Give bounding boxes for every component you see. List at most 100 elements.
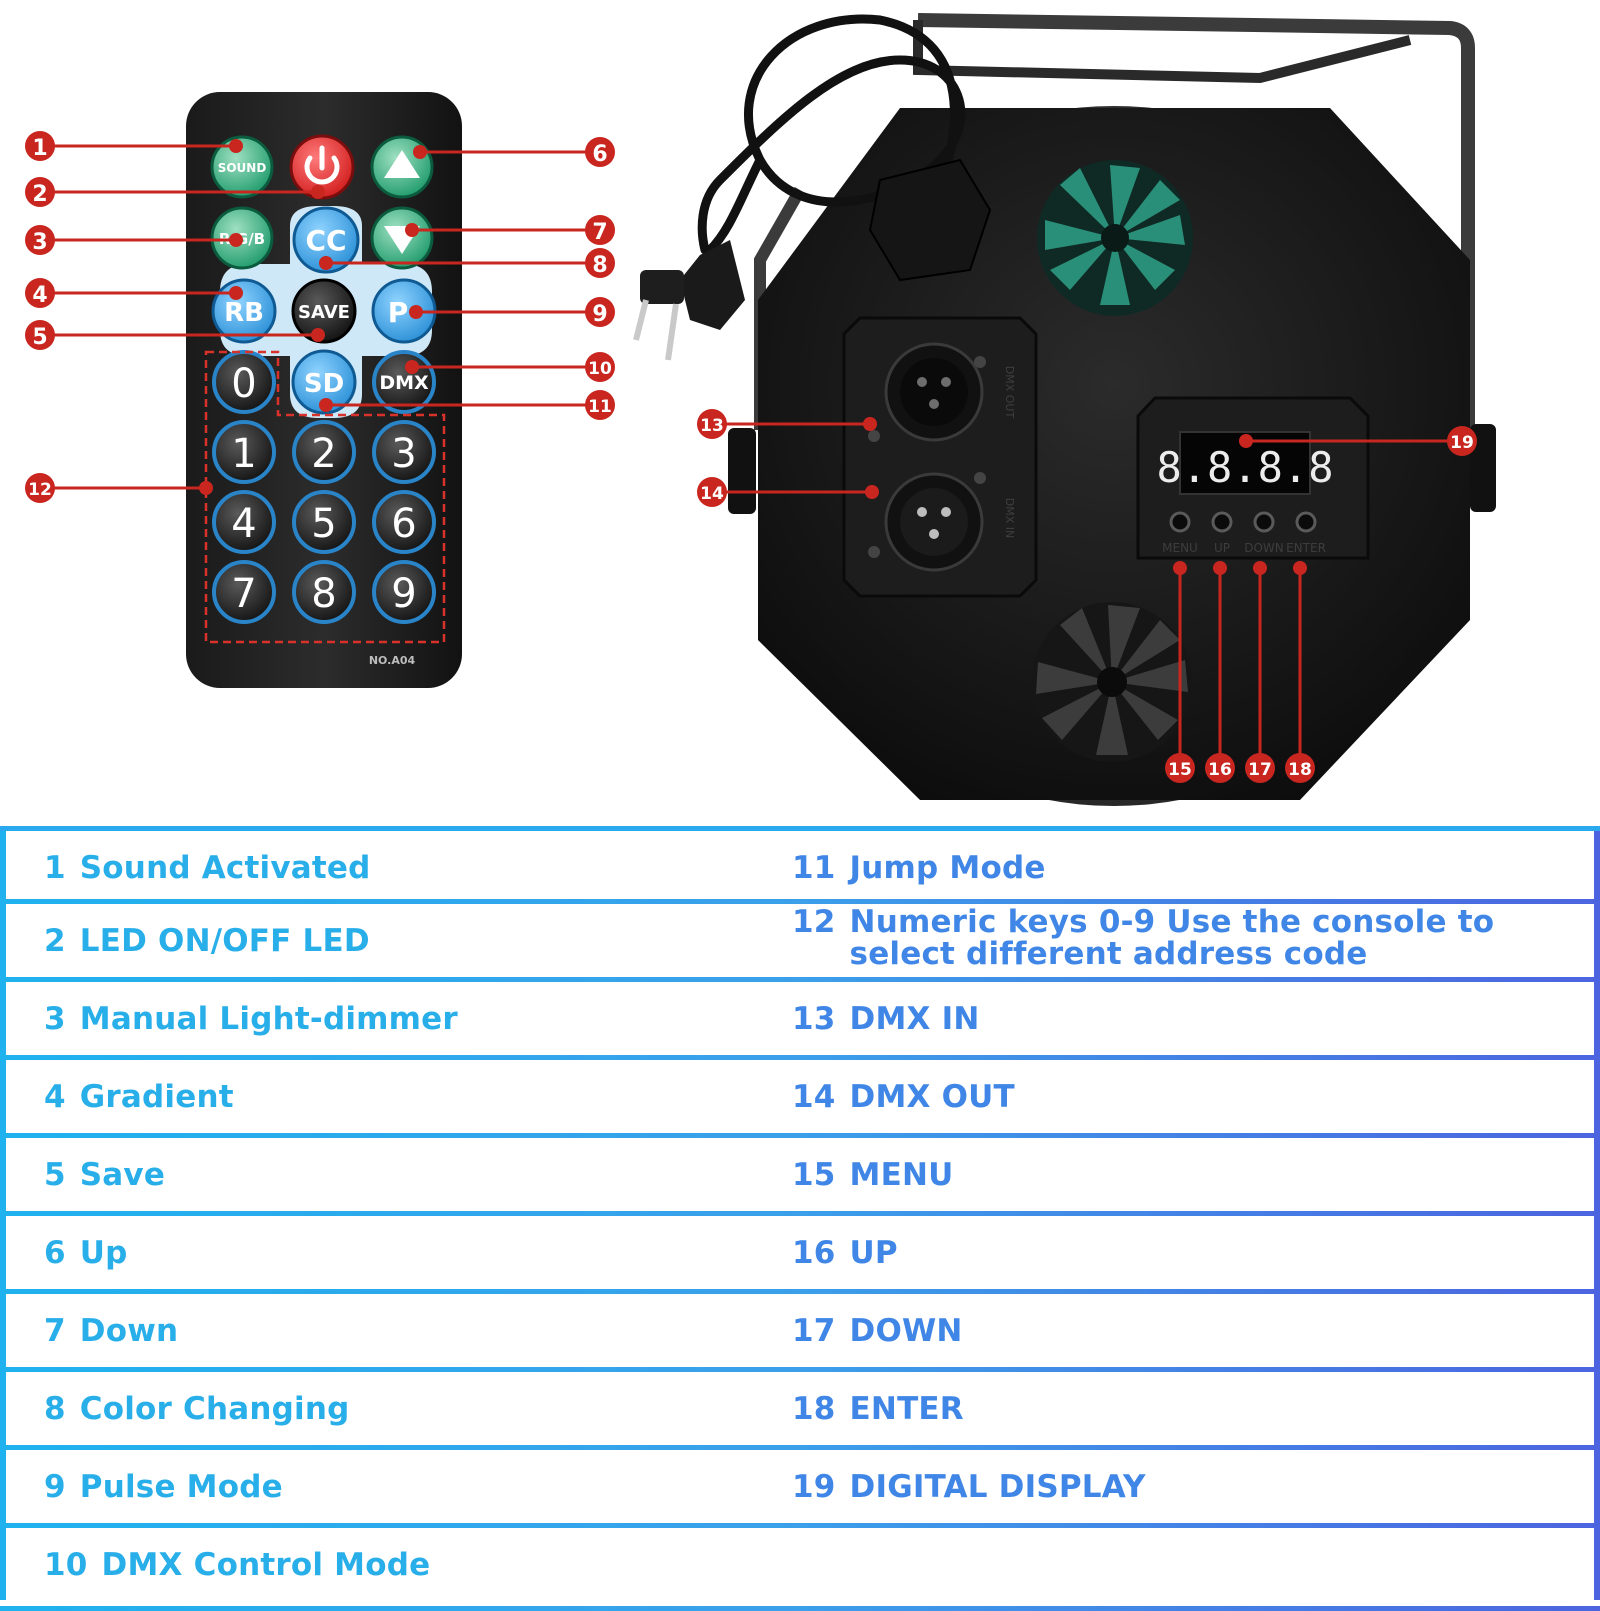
legend-num: 3 (44, 1000, 66, 1037)
keypad-outline (204, 350, 446, 644)
remote-control: SOUND R/G/B CC RB SAVE P 0 SD DMX 1 (186, 92, 462, 688)
svg-text:15: 15 (1168, 760, 1192, 780)
svg-text:6: 6 (592, 142, 607, 167)
legend-num: 11 (792, 849, 836, 886)
legend-label: LED ON/OFF LED (79, 922, 370, 959)
enter-button-label: ENTER (1286, 541, 1326, 555)
top-fan-icon (1037, 160, 1193, 316)
dmx-in-port-label: DMX IN (1003, 498, 1016, 538)
menu-button[interactable] (1169, 511, 1191, 533)
callout-endpoints (199, 139, 1307, 575)
svg-text:12: 12 (28, 480, 52, 500)
legend-num: 12 (792, 904, 836, 940)
svg-text:8: 8 (592, 253, 607, 278)
svg-text:5: 5 (32, 325, 47, 350)
legend-num: 15 (792, 1156, 836, 1193)
legend-item-11: 11 Jump Mode (792, 831, 1046, 904)
dmx-port-panel: DMX OUT DMX IN (842, 316, 1038, 598)
legend-num: 2 (44, 922, 66, 959)
callout-5: 5 (25, 320, 55, 350)
bottom-fan-icon (1032, 602, 1192, 762)
legend-label: Save (79, 1156, 166, 1193)
legend-label: Jump Mode (849, 849, 1046, 886)
legend-num: 7 (44, 1312, 66, 1349)
callout-6: 6 (585, 137, 615, 167)
digit-2-button[interactable] (292, 420, 356, 484)
legend-num: 17 (792, 1312, 836, 1349)
up-panel-button[interactable] (1211, 511, 1233, 533)
power-icon (304, 145, 340, 185)
digital-display-value: 8.8.8.8 (1156, 443, 1333, 492)
callout-lines (40, 144, 1462, 768)
enter-button[interactable] (1295, 511, 1317, 533)
dmx-in-port (884, 472, 984, 572)
svg-text:9: 9 (592, 302, 607, 327)
save-button[interactable] (291, 278, 357, 344)
down-panel-button[interactable] (1253, 511, 1275, 533)
svg-text:16: 16 (1208, 760, 1232, 780)
callout-badges: 1 2 3 4 5 6 7 8 9 10 11 12 13 14 15 16 1… (25, 131, 1477, 783)
svg-text:13: 13 (700, 416, 724, 436)
legend-num: 13 (792, 1000, 836, 1037)
product-illustration: SOUND R/G/B CC RB SAVE P 0 SD DMX 1 (25, 13, 1496, 806)
stage-light: DMX OUT DMX IN 8.8.8.8 MENU UP DOWN ENTE… (633, 13, 1496, 806)
legend-num: 16 (792, 1234, 836, 1271)
legend-label-line2: select different address code (849, 936, 1368, 972)
legend-num: 18 (792, 1390, 836, 1427)
digit-4-label: 4 (231, 501, 256, 547)
callout-9: 9 (585, 297, 615, 327)
rb-button[interactable] (211, 278, 277, 344)
callout-19: 19 (1447, 426, 1477, 456)
legend-label: MENU (849, 1156, 954, 1193)
callout-18: 18 (1285, 753, 1315, 783)
callout-1: 1 (25, 131, 55, 161)
cc-button-label: CC (305, 224, 346, 257)
legend-label: DMX IN (849, 1000, 980, 1037)
svg-text:19: 19 (1450, 433, 1474, 453)
svg-text:14: 14 (700, 484, 724, 504)
legend-label: Pulse Mode (79, 1468, 283, 1505)
svg-text:11: 11 (588, 397, 612, 417)
cc-button[interactable] (292, 206, 360, 274)
sound-button[interactable] (210, 135, 274, 199)
legend-item-12: 12 Numeric keys 0-9 Use the console to s… (792, 904, 1494, 979)
digit-5-label: 5 (311, 501, 336, 547)
digit-1-button[interactable] (212, 420, 276, 484)
digit-8-button[interactable] (292, 560, 356, 624)
numeric-keypad: 1 2 3 4 5 6 7 8 9 (212, 420, 436, 624)
digit-6-button[interactable] (372, 490, 436, 554)
digit-0-button[interactable] (212, 350, 276, 414)
svg-text:17: 17 (1248, 760, 1272, 780)
legend-label: DIGITAL DISPLAY (849, 1468, 1146, 1505)
legend-item-15: 15 MENU (792, 1138, 954, 1211)
legend-num: 1 (44, 849, 66, 886)
legend-num: 14 (792, 1078, 836, 1115)
legend-label: UP (849, 1234, 898, 1271)
sd-button[interactable] (291, 349, 357, 415)
digit-9-button[interactable] (372, 560, 436, 624)
svg-text:1: 1 (32, 136, 47, 161)
digit-4-button[interactable] (212, 490, 276, 554)
digit-3-button[interactable] (372, 420, 436, 484)
legend-label: Up (79, 1234, 128, 1271)
sound-button-label: SOUND (218, 161, 267, 175)
callout-7: 7 (585, 215, 615, 245)
sd-button-label: SD (304, 369, 344, 399)
power-plug-icon (633, 240, 745, 361)
digit-5-button[interactable] (292, 490, 356, 554)
callout-16: 16 (1205, 753, 1235, 783)
callout-3: 3 (25, 225, 55, 255)
legend-label: Sound Activated (79, 849, 371, 886)
digit-7-button[interactable] (212, 560, 276, 624)
callout-11: 11 (585, 390, 615, 420)
callout-4: 4 (25, 278, 55, 308)
